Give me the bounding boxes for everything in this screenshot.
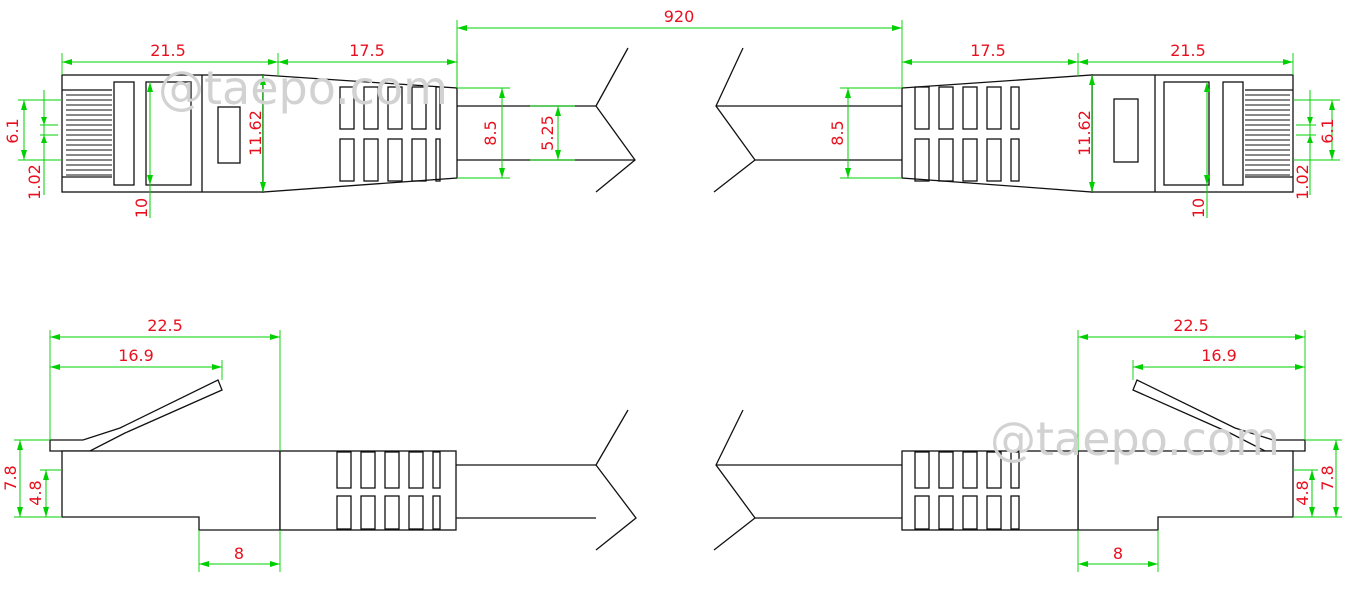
right-side-boot-slots <box>914 451 1020 530</box>
dim-left-latch-length: 16.9 <box>118 346 154 365</box>
dim-right-pin-span: 6.1 <box>1318 118 1337 143</box>
dim-right-plug-height: 11.62 <box>1075 110 1094 156</box>
dim-right-cable-diameter: 8.5 <box>828 120 847 145</box>
right-pin-contacts <box>1245 94 1290 176</box>
dim-left-inner-height: 10 <box>132 198 151 218</box>
dim-right-overall-height: 7.8 <box>1318 465 1337 490</box>
dim-right-boot-length: 17.5 <box>970 41 1006 60</box>
top-view-left-connector <box>61 47 636 193</box>
dim-right-latch-length: 16.9 <box>1201 346 1237 365</box>
right-boot-slots <box>914 86 1020 182</box>
dim-right-overall-length: 22.5 <box>1173 316 1209 335</box>
dim-left-plug-height: 11.62 <box>246 110 265 156</box>
dim-left-plug-length: 21.5 <box>150 41 186 60</box>
dim-left-body-height: 4.8 <box>26 480 45 505</box>
dim-right-pin-pitch: 1.02 <box>1293 164 1312 200</box>
dim-left-pin-span: 6.1 <box>3 118 22 143</box>
side-view-right-connector <box>713 379 1306 551</box>
dim-left-overall-length: 22.5 <box>147 316 183 335</box>
top-view-dimensions <box>18 20 1340 218</box>
side-view-left-connector <box>49 379 637 551</box>
dim-right-plug-length: 21.5 <box>1170 41 1206 60</box>
top-view-right-connector <box>713 47 1294 193</box>
dim-left-pin-pitch: 1.02 <box>25 164 44 200</box>
dim-right-step-length: 8 <box>1113 544 1123 563</box>
left-pin-contacts <box>66 94 112 176</box>
dim-left-boot-length: 17.5 <box>349 41 385 60</box>
dim-left-step-length: 8 <box>234 544 244 563</box>
left-side-boot-slots <box>336 451 441 530</box>
side-view-dimensions <box>14 330 1342 572</box>
dim-right-body-height: 4.8 <box>1293 480 1312 505</box>
dim-right-inner-height: 10 <box>1189 198 1208 218</box>
dim-left-overall-height: 7.8 <box>1 465 20 490</box>
dim-left-cable-diameter: 8.5 <box>481 120 500 145</box>
left-boot-slots <box>339 86 441 182</box>
dim-cable-length: 920 <box>664 7 695 26</box>
dim-left-conductor-span: 5.25 <box>538 115 557 151</box>
watermark-bottom-right: @taepo.com <box>990 412 1280 466</box>
watermark-top-left: @taepo.com <box>158 61 448 115</box>
